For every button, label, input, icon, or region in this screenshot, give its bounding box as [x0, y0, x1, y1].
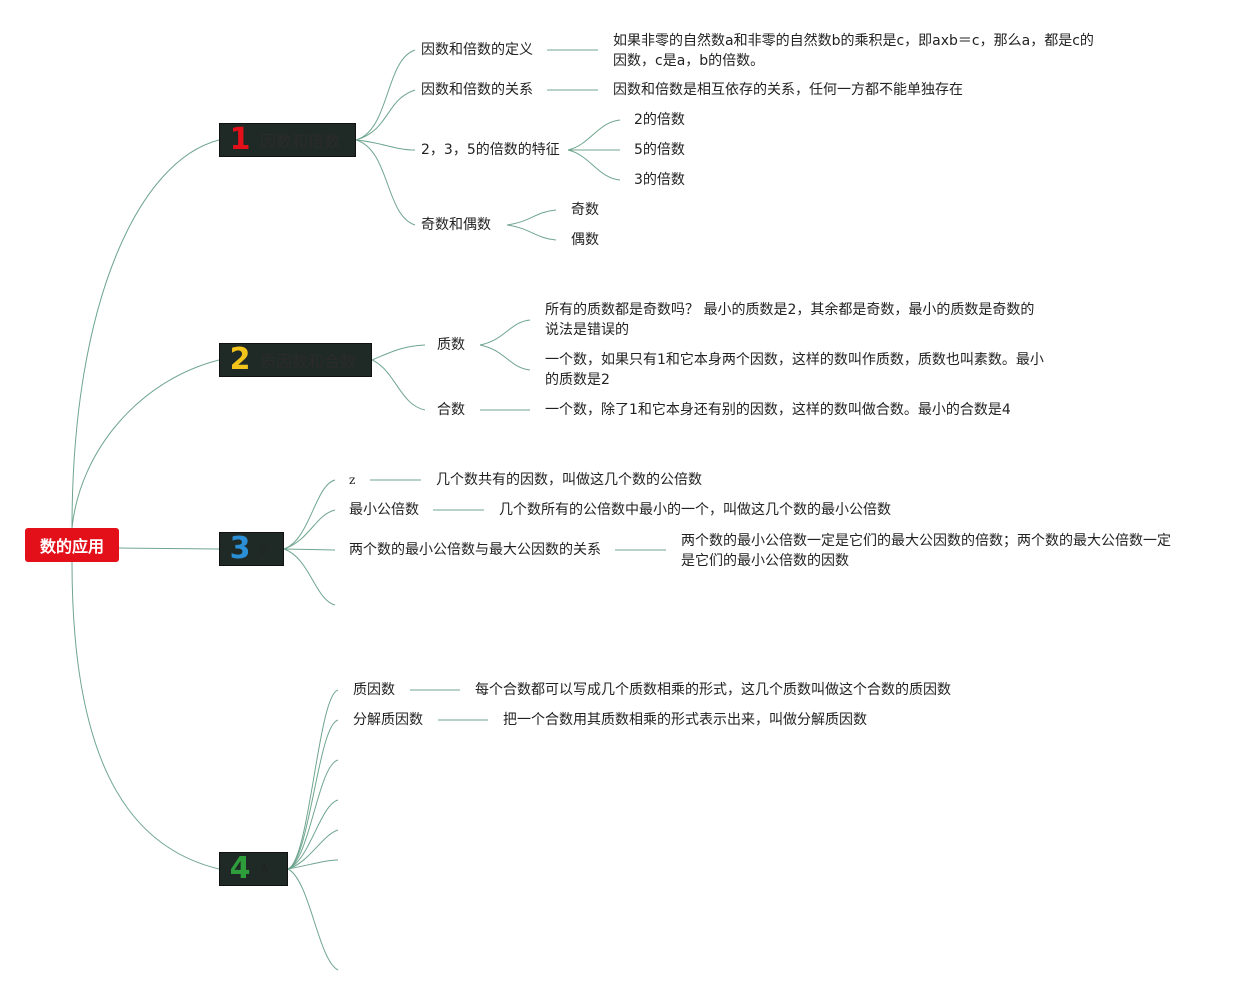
- b2-prime-desc-2: 一个数，如果只有1和它本身两个因数，这样的数叫作质数，质数也叫素数。最小的质数是…: [545, 352, 1044, 388]
- b4-topic-prime-factor[interactable]: 质因数: [353, 682, 395, 698]
- branch-4-node[interactable]: 4 A: [219, 852, 288, 886]
- b2-topic-composite[interactable]: 合数: [437, 402, 465, 418]
- b1-topic-definition[interactable]: 因数和倍数的定义: [421, 42, 533, 58]
- b3-z-desc: 几个数共有的因数，叫做这几个数的公倍数: [436, 472, 702, 488]
- link-root-b3: [118, 547, 220, 550]
- b3-topic-lcm[interactable]: 最小公倍数: [349, 502, 419, 518]
- b1-definition-desc: 如果非零的自然数a和非零的自然数b的乘积是c，即axb＝c，那么a，都是c的因数…: [613, 33, 1094, 69]
- b1-topic-multiples-feature[interactable]: 2，3，5的倍数的特征: [421, 142, 560, 158]
- b1-sub-odd[interactable]: 奇数: [571, 202, 599, 218]
- b2-composite-desc: 一个数，除了1和它本身还有别的因数，这样的数叫做合数。最小的合数是4: [545, 402, 1011, 418]
- b3-lcm-desc: 几个数所有的公倍数中最小的一个，叫做这几个数的最小公倍数: [499, 502, 891, 518]
- branch-3-label: z: [260, 542, 267, 556]
- branch-2-number: 2: [229, 342, 251, 377]
- branch-4-label: A: [260, 862, 269, 876]
- b1-topic-odd-even[interactable]: 奇数和偶数: [421, 217, 491, 233]
- b4-prime-factor-desc: 每个合数都可以写成几个质数相乘的形式，这几个质数叫做这个合数的质因数: [475, 682, 951, 698]
- link-root-b1: [71, 139, 220, 529]
- branch-2-label: 质因数和合数: [260, 352, 357, 371]
- branch-1-number: 1: [229, 122, 251, 157]
- root-node[interactable]: 数的应用: [25, 528, 119, 562]
- b4-factorization-desc: 把一个合数用其质数相乘的形式表示出来，叫做分解质因数: [503, 712, 867, 728]
- link-root-b2: [71, 359, 220, 529]
- branch-1-label: 因数和倍数: [260, 132, 341, 151]
- branch-3-node[interactable]: 3 z: [219, 532, 284, 566]
- b1-sub-multiple-3[interactable]: 3的倍数: [634, 172, 685, 188]
- branch-4-number: 4: [229, 851, 251, 886]
- branch-1-node[interactable]: 1 因数和倍数: [219, 123, 356, 157]
- b1-topic-relation[interactable]: 因数和倍数的关系: [421, 82, 533, 98]
- link-root-b4: [71, 561, 220, 870]
- b4-topic-factorization[interactable]: 分解质因数: [353, 712, 423, 728]
- b3-topic-z[interactable]: z: [349, 473, 356, 487]
- b3-relation-desc: 两个数的最小公倍数一定是它们的最大公因数的倍数；两个数的最大公倍数一定是它们的最…: [681, 533, 1171, 569]
- b2-topic-prime[interactable]: 质数: [437, 337, 465, 353]
- b1-relation-desc: 因数和倍数是相互依存的关系，任何一方都不能单独存在: [613, 82, 963, 98]
- b1-sub-multiple-5[interactable]: 5的倍数: [634, 142, 685, 158]
- b3-topic-lcm-gcd-relation[interactable]: 两个数的最小公倍数与最大公因数的关系: [349, 542, 601, 558]
- branch-2-node[interactable]: 2 质因数和合数: [219, 343, 372, 377]
- b2-prime-desc-1: 所有的质数都是奇数吗？ 最小的质数是2，其余都是奇数，最小的质数是奇数的说法是错…: [545, 302, 1035, 338]
- b1-sub-multiple-2[interactable]: 2的倍数: [634, 112, 685, 128]
- b1-sub-even[interactable]: 偶数: [571, 232, 599, 248]
- branch-3-number: 3: [229, 531, 251, 566]
